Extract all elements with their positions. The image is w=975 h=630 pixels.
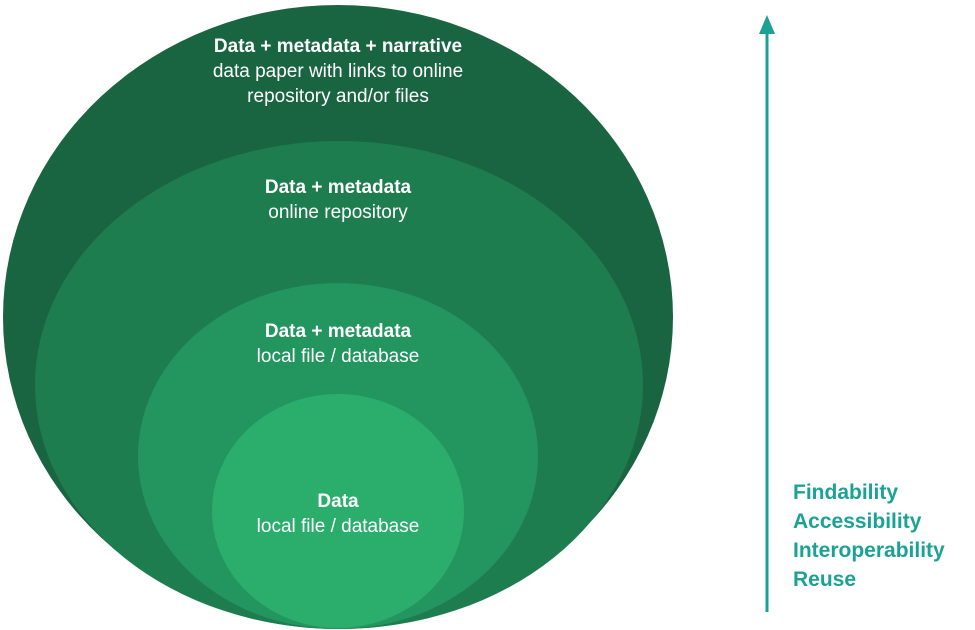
- fair-principles-list: Findability Accessibility Interoperabili…: [793, 478, 945, 594]
- level-description: repository and/or files: [247, 86, 429, 107]
- label-data-metadata-online: Data + metadata online repository: [188, 175, 488, 225]
- circle-data-local: [212, 394, 464, 628]
- level-title: Data + metadata: [264, 177, 412, 198]
- label-data-metadata-local: Data + metadata local file / database: [188, 319, 488, 369]
- fair-item-interoperability: Interoperability: [793, 539, 945, 562]
- level-title: Data + metadata + narrative: [213, 36, 463, 57]
- level-title: Data: [317, 491, 359, 512]
- level-description: local file / database: [256, 346, 420, 367]
- fair-item-findability: Findability: [793, 481, 898, 504]
- label-data-metadata-narrative: Data + metadata + narrative data paper w…: [148, 34, 528, 109]
- fair-item-accessibility: Accessibility: [793, 510, 922, 533]
- level-title: Data + metadata: [264, 321, 412, 342]
- fair-item-reuse: Reuse: [793, 568, 857, 591]
- label-data-local: Data local file / database: [188, 489, 488, 539]
- level-description: online repository: [268, 202, 408, 223]
- arrow-up-icon: [759, 15, 775, 34]
- level-description: data paper with links to online: [212, 61, 464, 82]
- level-description: local file / database: [256, 516, 420, 537]
